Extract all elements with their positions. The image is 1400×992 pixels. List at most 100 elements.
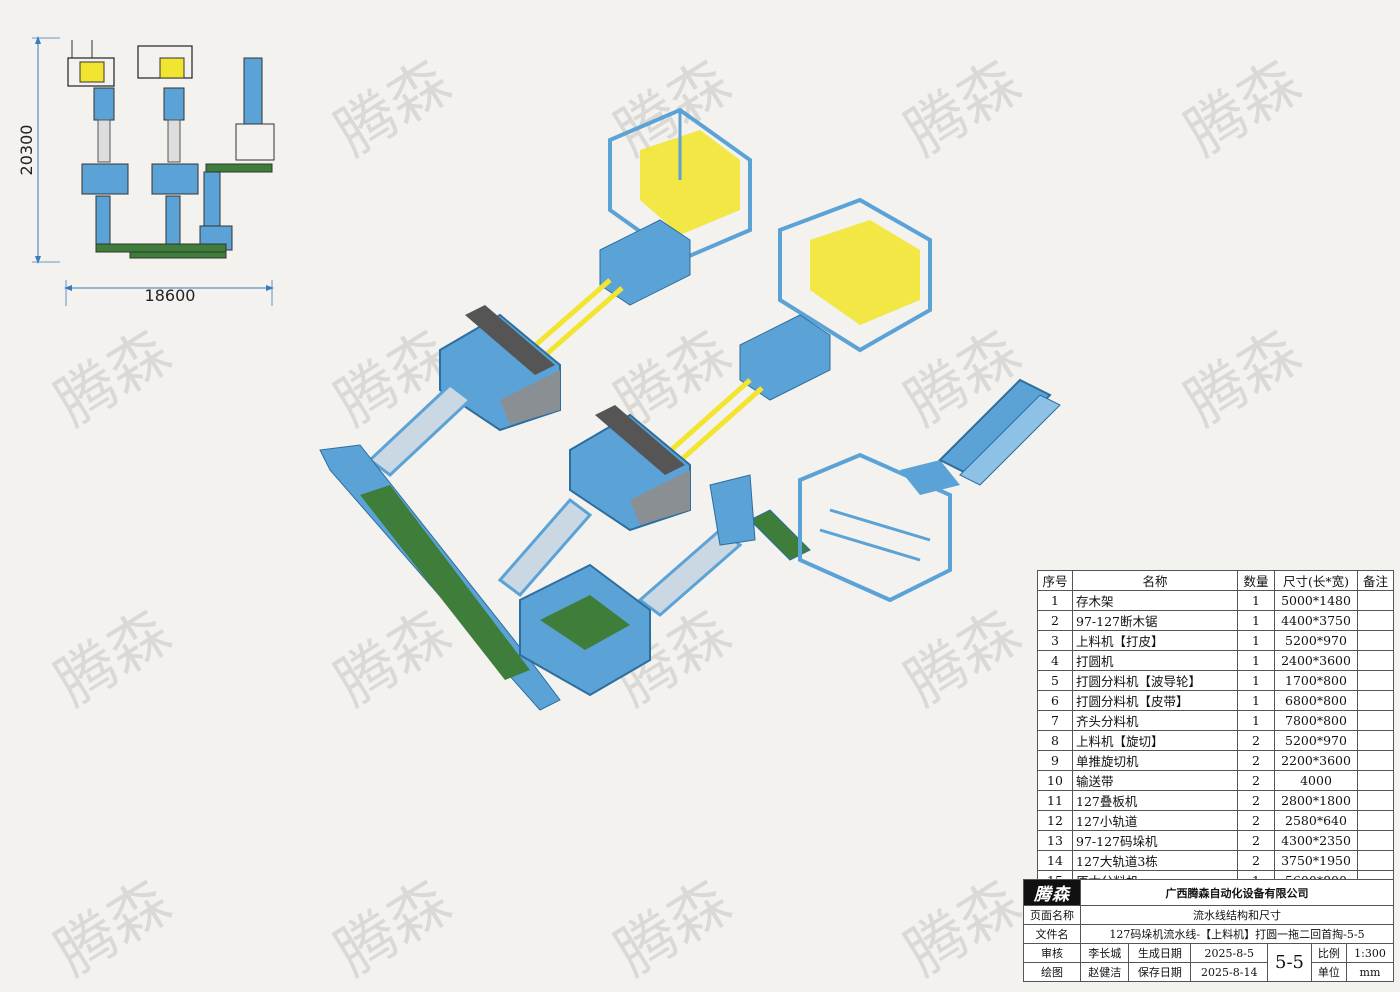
cell-size: 5200*970 [1274, 730, 1358, 751]
cell-note [1357, 770, 1394, 791]
incline-conveyor-3 [637, 528, 743, 617]
scale-value: 1:300 [1345, 943, 1395, 963]
cell-note [1357, 850, 1394, 871]
plan-line-left [67, 40, 129, 247]
drafter-value: 赵健洁 [1079, 962, 1130, 982]
watermark-text: 腾森 [603, 866, 743, 990]
cell-note [1357, 830, 1394, 851]
incline-conveyor-1 [367, 383, 473, 477]
cell-note [1357, 630, 1394, 651]
cell-no: 6 [1037, 690, 1073, 711]
cell-name: 输送带 [1072, 770, 1238, 791]
height-dim-arrow-bottom [35, 256, 41, 264]
cell-name: 齐头分料机 [1072, 710, 1238, 731]
stacker-unit-1 [599, 107, 752, 306]
cell-qty: 1 [1237, 650, 1275, 671]
cell-qty: 2 [1237, 750, 1275, 771]
cell-note [1357, 710, 1394, 731]
cell-note [1357, 590, 1394, 611]
draw-label: 绘图 [1023, 962, 1081, 982]
cell-qty: 2 [1237, 810, 1275, 831]
unit-value: mm [1345, 962, 1395, 982]
col-header-no: 序号 [1037, 570, 1073, 591]
cell-qty: 1 [1237, 610, 1275, 631]
cell-size: 5200*970 [1274, 630, 1358, 651]
cell-no: 2 [1037, 610, 1073, 631]
cell-no: 7 [1037, 710, 1073, 731]
cell-no: 10 [1037, 770, 1073, 791]
title-block: 腾森 广西腾森自动化设备有限公司 页面名称 流水线结构和尺寸 文件名 127码垛… [1023, 879, 1395, 982]
gen-date-label: 生成日期 [1128, 943, 1192, 963]
cell-no: 11 [1037, 790, 1073, 811]
cell-size: 5000*1480 [1274, 590, 1358, 611]
isometric-line-render [319, 107, 1061, 711]
log-feeder-belt [319, 444, 561, 711]
cell-qty: 2 [1237, 770, 1275, 791]
cell-qty: 2 [1237, 830, 1275, 851]
rotary-cutter-2 [569, 405, 691, 532]
watermark-text: 腾森 [1173, 316, 1313, 440]
company-logo: 腾森 [1023, 879, 1081, 906]
cell-size: 4400*3750 [1274, 610, 1358, 631]
watermark-text: 腾森 [43, 866, 183, 990]
cell-no: 14 [1037, 850, 1073, 871]
cell-size: 4000 [1274, 770, 1358, 791]
watermark-text: 腾森 [1173, 46, 1313, 170]
cell-qty: 1 [1237, 630, 1275, 651]
cell-note [1357, 750, 1394, 771]
cell-no: 4 [1037, 650, 1073, 671]
cell-no: 9 [1037, 750, 1073, 771]
stacker-station [798, 452, 960, 603]
cell-name: 127大轨道3栋 [1072, 850, 1238, 871]
cell-qty: 2 [1237, 730, 1275, 751]
cell-no: 13 [1037, 830, 1073, 851]
cell-note [1357, 810, 1394, 831]
cell-name: 单推旋切机 [1072, 750, 1238, 771]
watermark-text: 腾森 [893, 866, 1033, 990]
cell-size: 2580*640 [1274, 810, 1358, 831]
cell-note [1357, 690, 1394, 711]
cell-qty: 1 [1237, 690, 1275, 711]
cell-name: 打圆分料机【波导轮】 [1072, 670, 1238, 691]
col-header-qty: 数量 [1237, 570, 1275, 591]
debarker-machine [519, 563, 651, 697]
cell-note [1357, 670, 1394, 691]
parts-table-header: 序号 名称 数量 尺寸(长*宽) 备注 [1037, 570, 1394, 591]
col-header-name: 名称 [1072, 570, 1238, 591]
cell-size: 4300*2350 [1274, 830, 1358, 851]
cell-qty: 1 [1237, 670, 1275, 691]
cell-name: 127小轨道 [1072, 810, 1238, 831]
company-name: 广西腾森自动化设备有限公司 [1080, 879, 1394, 906]
yellow-track-1 [528, 278, 624, 360]
gen-date-value: 2025-8-5 [1190, 943, 1269, 963]
col-header-note: 备注 [1357, 570, 1394, 591]
big-track [938, 378, 1061, 486]
cell-name: 打圆分料机【皮带】 [1072, 690, 1238, 711]
cell-size: 7800*800 [1274, 710, 1358, 731]
incline-conveyor-2 [497, 497, 593, 598]
cell-note [1357, 650, 1394, 671]
cell-name: 上料机【打皮】 [1072, 630, 1238, 651]
cell-no: 5 [1037, 670, 1073, 691]
cell-name: 打圆机 [1072, 650, 1238, 671]
plan-line-middle [137, 45, 199, 247]
cell-no: 12 [1037, 810, 1073, 831]
watermark-text: 腾森 [43, 596, 183, 720]
cell-name: 127叠板机 [1072, 790, 1238, 811]
cell-qty: 1 [1237, 590, 1275, 611]
cell-size: 2200*3600 [1274, 750, 1358, 771]
cell-no: 3 [1037, 630, 1073, 651]
cell-qty: 2 [1237, 790, 1275, 811]
cell-size: 3750*1950 [1274, 850, 1358, 871]
